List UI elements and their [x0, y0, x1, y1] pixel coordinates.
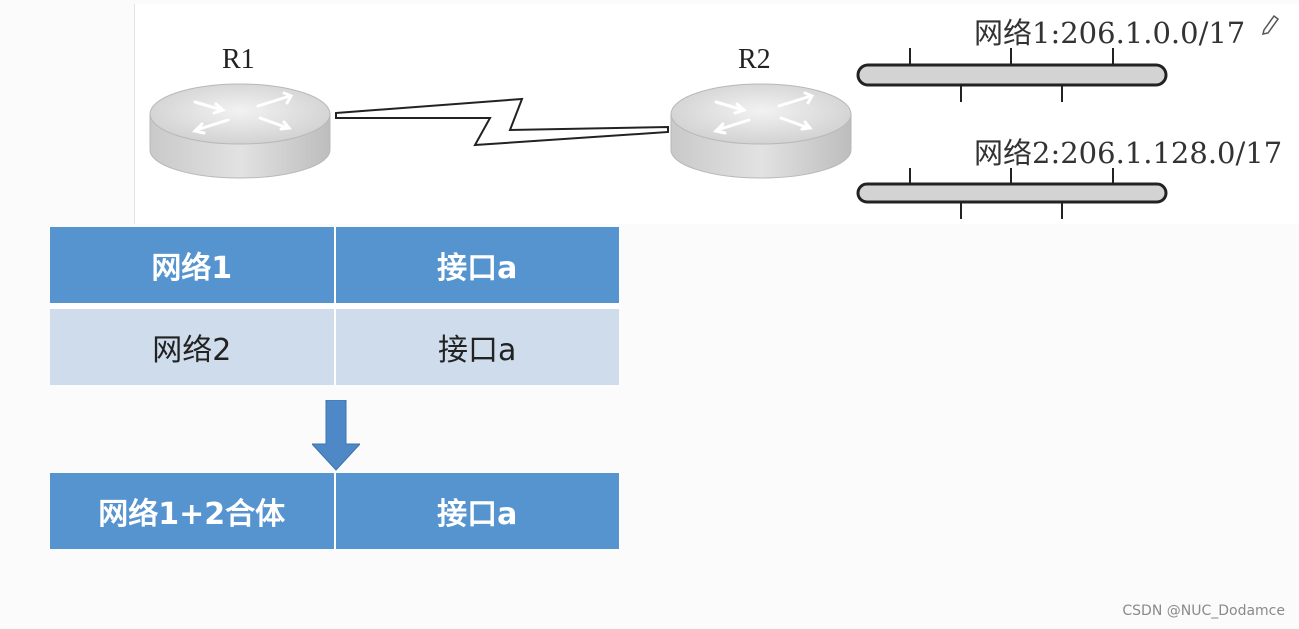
route-table-after: 网络1+2合体 接口a	[50, 473, 619, 549]
network-1-bus	[856, 48, 1168, 102]
table-row: 网络2 接口a	[50, 309, 619, 385]
router-r1-icon	[149, 83, 331, 179]
network-1-label: 网络1:206.1.0.0/17	[974, 16, 1246, 50]
network-cell: 网络1	[50, 227, 336, 303]
route-table-before: 网络1 接口a 网络2 接口a	[50, 227, 619, 385]
interface-cell: 接口a	[334, 309, 619, 385]
pencil-icon[interactable]	[1261, 14, 1280, 35]
watermark: CSDN @NUC_Dodamce	[1122, 603, 1285, 619]
router-r2-icon	[670, 83, 852, 179]
router-r1-label: R1	[222, 44, 255, 75]
network-2-bus	[856, 168, 1168, 219]
network-cell: 网络2	[50, 309, 336, 385]
table-row: 网络1+2合体 接口a	[50, 473, 619, 549]
router-r2-label: R2	[738, 44, 771, 75]
down-arrow-icon	[312, 400, 360, 471]
network-2-label: 网络2:206.1.128.0/17	[974, 136, 1283, 170]
interface-cell: 接口a	[334, 227, 619, 303]
interface-cell: 接口a	[334, 473, 619, 549]
network-topology	[149, 14, 1280, 219]
network-cell: 网络1+2合体	[50, 473, 336, 549]
serial-link	[335, 97, 669, 147]
table-row: 网络1 接口a	[50, 227, 619, 303]
row-divider	[50, 303, 619, 309]
